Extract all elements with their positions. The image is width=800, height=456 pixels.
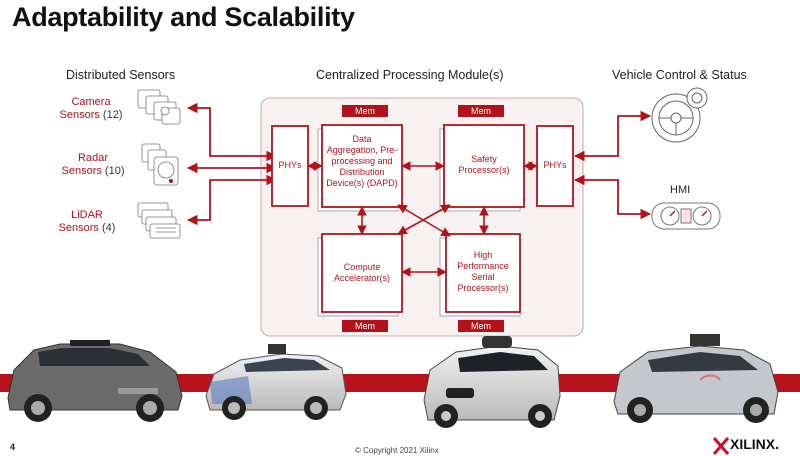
mem-dapd bbox=[342, 105, 388, 117]
car-icon bbox=[7, 334, 779, 428]
mem-compute bbox=[342, 320, 388, 332]
radar-icon bbox=[141, 143, 179, 186]
mem-hpsp bbox=[458, 320, 504, 332]
processing-module-panel bbox=[260, 97, 584, 337]
lidar-icon bbox=[137, 202, 181, 239]
sensor-lidar-label: LiDAR Sensors (4) bbox=[58, 209, 116, 234]
camera-icon bbox=[137, 89, 181, 125]
phys-left-box bbox=[271, 125, 309, 207]
safety-label: Safety Processor(s) bbox=[458, 154, 510, 175]
compute-label: Compute Accelerator(s) bbox=[333, 262, 390, 283]
sensor-camera-label: Camera Sensors (12) bbox=[59, 96, 123, 121]
xilinx-logo: XILINX. bbox=[730, 436, 780, 452]
xilinx-logo-icon bbox=[712, 437, 730, 455]
hmi-label: HMI bbox=[670, 184, 691, 196]
page-number: 4 bbox=[10, 442, 16, 452]
compute-box bbox=[321, 233, 403, 313]
section-vehicle-control: Vehicle Control & Status bbox=[612, 68, 747, 82]
dashboard-icon bbox=[651, 202, 721, 230]
mem-safety bbox=[458, 105, 504, 117]
mem-dapd-label: Mem bbox=[355, 106, 375, 116]
mem-compute-label: Mem bbox=[355, 321, 375, 331]
mem-hpsp-label: Mem bbox=[471, 321, 491, 331]
steering-wheel-icon bbox=[651, 87, 708, 143]
phys-right-label: PHYs bbox=[543, 160, 567, 170]
hpsp-label: High Performance Serial Processor(s) bbox=[457, 250, 509, 293]
section-central-module: Centralized Processing Module(s) bbox=[316, 68, 504, 82]
page-title: Adaptability and Scalability bbox=[12, 2, 355, 32]
sensor-radar-label: Radar Sensors (10) bbox=[61, 152, 125, 177]
red-band bbox=[0, 374, 800, 392]
copyright: © Copyright 2021 Xilinx bbox=[355, 446, 439, 455]
dapd-label: Data Aggregation, Pre-processing and Dis… bbox=[326, 134, 398, 188]
safety-box bbox=[443, 124, 525, 208]
mem-safety-label: Mem bbox=[471, 106, 491, 116]
section-distributed-sensors: Distributed Sensors bbox=[66, 68, 176, 82]
dapd-box bbox=[321, 124, 403, 208]
phys-left-label: PHYs bbox=[278, 160, 302, 170]
